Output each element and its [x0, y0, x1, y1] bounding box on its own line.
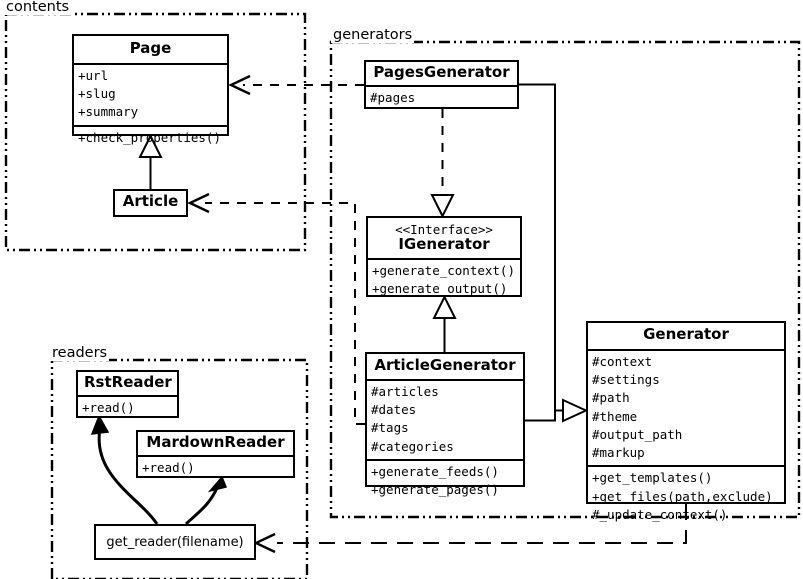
- class-attributes-pages-generator: #pages: [366, 87, 517, 110]
- class-separator: [78, 394, 177, 397]
- class-box-pages-generator[interactable]: PagesGenerator #pages: [364, 60, 519, 109]
- operation-row: +get_templates(): [592, 470, 713, 486]
- class-separator: [588, 348, 784, 351]
- class-title-igenerator: <<Interface>> IGenerator: [368, 218, 520, 258]
- class-separator: [74, 62, 227, 65]
- attribute-row: +slug: [78, 86, 116, 101]
- function-box-label: get_reader(filename): [106, 534, 244, 550]
- class-attributes-article-generator: #articles #dates #tags #categories: [367, 381, 523, 459]
- class-box-article[interactable]: Article: [113, 189, 188, 217]
- attribute-row: #theme: [592, 408, 638, 424]
- class-box-generator[interactable]: Generator #context #settings #path #them…: [586, 321, 786, 522]
- class-box-page[interactable]: Page +url +slug +summary +check_properti…: [72, 34, 229, 145]
- class-separator: [366, 84, 517, 87]
- class-separator: [138, 454, 293, 457]
- class-separator: [367, 458, 523, 461]
- class-box-mardown-reader[interactable]: MardownReader +read(): [136, 430, 295, 478]
- operation-row: +generate_context(): [372, 262, 515, 278]
- operation-row: +get_files(path,exclude): [592, 488, 773, 504]
- attribute-row: +summary: [78, 104, 139, 120]
- class-operations-igenerator: +generate_context() +generate_output(): [368, 260, 520, 302]
- class-box-article-generator[interactable]: ArticleGenerator #articles #dates #tags …: [365, 352, 525, 497]
- edge-articlegenerator-uses-article: [187, 192, 365, 425]
- operation-row: +generate_output(): [372, 281, 508, 296]
- attribute-row: #tags: [371, 420, 409, 436]
- class-operations-page: +check_properties(): [74, 127, 227, 150]
- edge-pagesgenerator-uses-page: [228, 74, 364, 96]
- attribute-row: #settings: [592, 372, 660, 387]
- package-label-contents: contents: [4, 0, 72, 15]
- class-separator: [368, 257, 520, 260]
- class-title-page: Page: [129, 39, 172, 57]
- edge-articlegenerator-inherits-igenerator: [432, 294, 457, 352]
- attribute-row: +url: [78, 67, 109, 83]
- class-separator: [367, 378, 523, 381]
- class-operations-rst-reader: +read(): [78, 397, 177, 420]
- operation-row: +check_properties(): [78, 129, 221, 145]
- class-title-mardown-reader: MardownReader: [146, 433, 285, 451]
- class-stereotype-igenerator: <<Interface>>: [395, 222, 493, 237]
- class-box-rst-reader[interactable]: RstReader +read(): [76, 370, 179, 418]
- function-box-get-reader[interactable]: get_reader(filename): [94, 524, 256, 560]
- attribute-row: #pages: [370, 89, 416, 105]
- class-operations-article-generator: +generate_feeds() +generate_pages(): [367, 461, 523, 503]
- package-label-generators: generators: [331, 27, 415, 43]
- operation-row: +read(): [142, 459, 195, 475]
- class-separator: [588, 465, 784, 468]
- attribute-row: #context: [592, 353, 653, 369]
- class-title-article: Article: [122, 192, 179, 210]
- class-title-rst-reader: RstReader: [84, 373, 172, 391]
- package-label-readers: readers: [50, 345, 110, 361]
- attribute-row: #output_path: [592, 426, 683, 442]
- class-operations-generator: +get_templates() +get_files(path,exclude…: [588, 467, 784, 527]
- class-title-article-generator: ArticleGenerator: [374, 356, 516, 374]
- attribute-row: #markup: [592, 445, 645, 460]
- operation-row: #_update_context(): [592, 506, 728, 522]
- attribute-row: #categories: [371, 438, 454, 454]
- class-operations-mardown-reader: +read(): [138, 457, 293, 480]
- attribute-row: #path: [592, 390, 630, 406]
- edge-getreader-creates-mardownreader: [184, 475, 228, 526]
- attribute-row: #dates: [371, 402, 417, 417]
- class-separator: [74, 124, 227, 127]
- class-attributes-page: +url +slug +summary: [74, 65, 227, 125]
- edge-generators-inherit-generator: [519, 83, 589, 423]
- class-attributes-generator: #context #settings #path #theme #output_…: [588, 351, 784, 466]
- operation-row: +read(): [82, 399, 135, 415]
- edge-pagesgenerator-realizes-igenerator: [430, 109, 455, 219]
- class-title-generator: Generator: [643, 325, 729, 343]
- operation-row: +generate_feeds(): [371, 463, 499, 479]
- class-box-igenerator[interactable]: <<Interface>> IGenerator +generate_conte…: [366, 216, 522, 297]
- class-name-igenerator: IGenerator: [398, 235, 490, 253]
- attribute-row: #articles: [371, 383, 439, 399]
- operation-row: +generate_pages(): [371, 482, 499, 497]
- class-title-pages-generator: PagesGenerator: [373, 63, 510, 81]
